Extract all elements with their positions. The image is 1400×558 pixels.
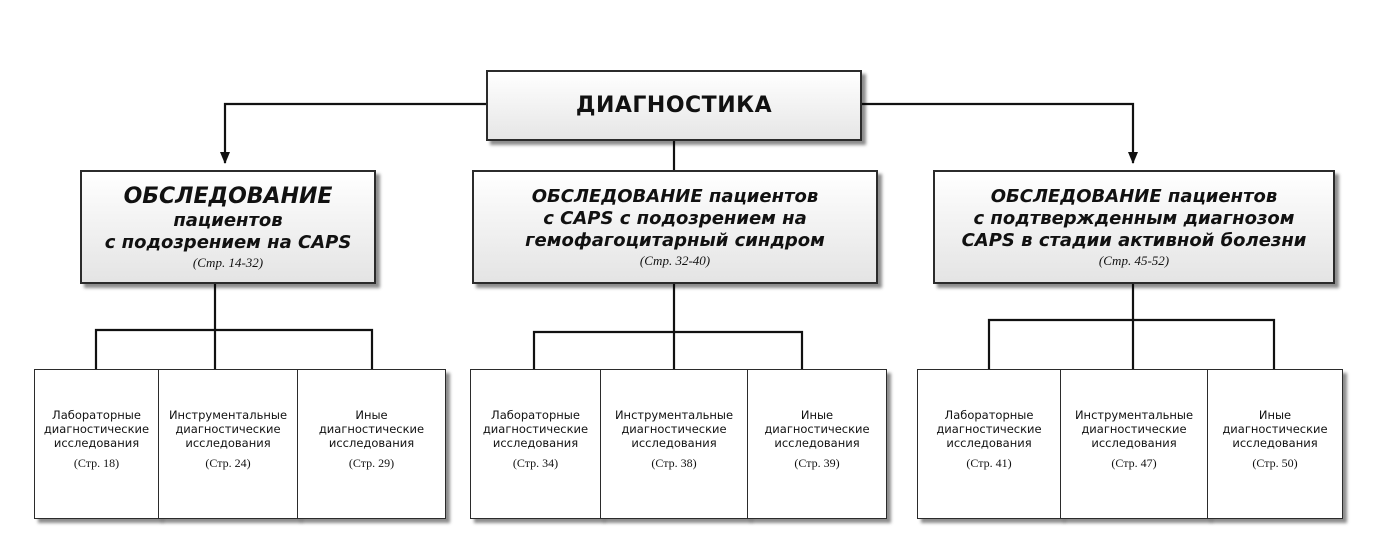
leaf-label: Инструментальные bbox=[168, 408, 288, 422]
leaf-label: диагностические bbox=[1081, 422, 1187, 436]
leaf-label: диагностические bbox=[936, 422, 1042, 436]
group-pages: (Стр. 45-52) bbox=[1098, 252, 1170, 268]
leaf-label: диагностические bbox=[1222, 422, 1328, 436]
leaf-pages: (Стр. 47) bbox=[1111, 456, 1157, 470]
leaf-label: диагностические bbox=[482, 422, 589, 436]
group-heading: ОБСЛЕДОВАНИЕ bbox=[123, 183, 333, 209]
leaf-label: исследования bbox=[185, 436, 271, 450]
group-pages: (Стр. 14-32) bbox=[192, 254, 264, 270]
leaf-pages: (Стр. 34) bbox=[512, 456, 559, 470]
leaf-box-other: Иные диагностические исследования (Стр. … bbox=[747, 369, 887, 519]
group-box-hemophagocytic: ОБСЛЕДОВАНИЕ пациентов с CAPS с подозрен… bbox=[472, 170, 878, 284]
group-subheading: с подтвержденным диагнозом bbox=[973, 207, 1295, 229]
group-subheading: с CAPS с подозрением на bbox=[543, 207, 807, 229]
leaf-pages: (Стр. 29) bbox=[348, 456, 395, 470]
leaf-label: Лабораторные bbox=[944, 408, 1034, 422]
leaf-box-other: Иные диагностические исследования (Стр. … bbox=[297, 369, 446, 519]
leaf-box-instrumental: Инструментальные диагностические исследо… bbox=[600, 369, 748, 519]
leaf-label: Иные bbox=[800, 408, 834, 422]
leaf-label: исследования bbox=[1232, 436, 1318, 450]
leaf-label: исследования bbox=[774, 436, 860, 450]
leaf-label: исследования bbox=[946, 436, 1032, 450]
diagnostics-root-box: ДИАГНОСТИКА bbox=[486, 70, 862, 141]
leaf-box-instrumental: Инструментальные диагностические исследо… bbox=[1060, 369, 1208, 519]
leaf-label: исследования bbox=[1091, 436, 1177, 450]
leaf-pages: (Стр. 24) bbox=[205, 456, 251, 470]
leaf-pages: (Стр. 18) bbox=[73, 456, 120, 470]
leaf-label: исследования bbox=[492, 436, 579, 450]
group-box-suspected-caps: ОБСЛЕДОВАНИЕ пациентов с подозрением на … bbox=[80, 170, 376, 284]
leaf-box-instrumental: Инструментальные диагностические исследо… bbox=[158, 369, 298, 519]
leaf-label: исследования bbox=[631, 436, 717, 450]
leaf-label: диагностические bbox=[43, 422, 150, 436]
leaf-label: Инструментальные bbox=[1074, 408, 1194, 422]
diagnostics-title: ДИАГНОСТИКА bbox=[575, 93, 773, 118]
leaf-label: исследования bbox=[53, 436, 140, 450]
leaf-pages: (Стр. 38) bbox=[651, 456, 697, 470]
group-box-active-disease: ОБСЛЕДОВАНИЕ пациентов с подтвержденным … bbox=[933, 170, 1335, 284]
leaf-box-other: Иные диагностические исследования (Стр. … bbox=[1207, 369, 1343, 519]
group-subheading: CAPS в стадии активной болезни bbox=[961, 229, 1307, 251]
leaf-label: исследования bbox=[328, 436, 415, 450]
leaf-label: диагностические bbox=[621, 422, 727, 436]
group-heading: ОБСЛЕДОВАНИЕ пациентов bbox=[531, 185, 819, 207]
group-pages: (Стр. 32-40) bbox=[639, 252, 711, 268]
group-heading: ОБСЛЕДОВАНИЕ пациентов bbox=[990, 185, 1278, 207]
leaf-label: Лабораторные bbox=[52, 408, 141, 422]
leaf-box-laboratory: Лабораторные диагностические исследовани… bbox=[470, 369, 601, 519]
leaf-label: Инструментальные bbox=[614, 408, 734, 422]
leaf-label: Лабораторные bbox=[491, 408, 580, 422]
group-subheading: гемофагоцитарный синдром bbox=[525, 229, 825, 251]
leaf-pages: (Стр. 50) bbox=[1252, 456, 1298, 470]
leaf-pages: (Стр. 39) bbox=[794, 456, 840, 470]
leaf-label: Иные bbox=[355, 408, 388, 422]
group-subheading: с подозрением на CAPS bbox=[104, 231, 352, 253]
leaf-label: Иные bbox=[1258, 408, 1292, 422]
group-subheading: пациентов bbox=[173, 209, 283, 231]
leaf-box-laboratory: Лабораторные диагностические исследовани… bbox=[917, 369, 1061, 519]
leaf-label: диагностические bbox=[318, 422, 425, 436]
leaf-label: диагностические bbox=[764, 422, 870, 436]
leaf-label: диагностические bbox=[175, 422, 281, 436]
leaf-box-laboratory: Лабораторные диагностические исследовани… bbox=[34, 369, 159, 519]
leaf-pages: (Стр. 41) bbox=[966, 456, 1012, 470]
